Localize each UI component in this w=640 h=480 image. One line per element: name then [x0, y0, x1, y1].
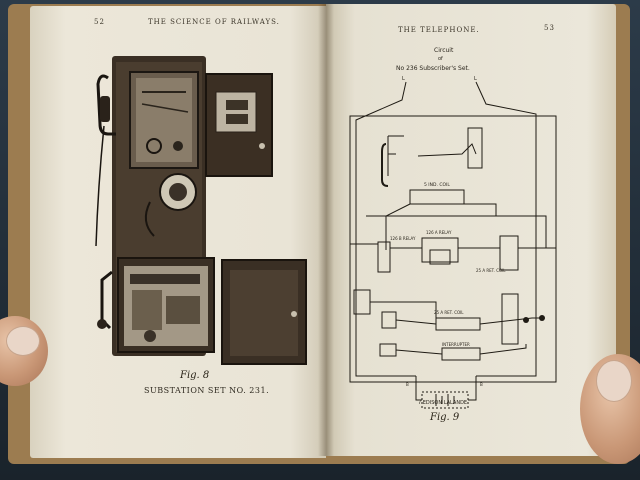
right-page: THE TELEPHONE. 53 Circuit of No 236 Subs… [326, 4, 616, 456]
label-interrupter: INTERRUPTER [442, 342, 470, 347]
label-ind-coil: 5 IND. COIL [424, 182, 450, 188]
circuit-diagram: Circuit of No 236 Subscriber's Set. [349, 47, 557, 409]
left-figure-label: Fig. 8 [180, 370, 210, 381]
left-page: 52 THE SCIENCE OF RAILWAYS. [30, 6, 326, 458]
left-caption: SUBSTATION SET NO. 231. [144, 386, 270, 395]
diagram-title-2: of [438, 56, 443, 62]
left-thumbnail-nail [6, 326, 40, 356]
label-b1: B [406, 382, 409, 387]
diagram-title-1: Circuit [434, 47, 454, 54]
label-b2: B [480, 382, 483, 387]
book-gutter [318, 4, 334, 456]
label-ret-coil-a: 25 A RET. COIL [476, 268, 506, 273]
label-l2: L [474, 76, 477, 82]
left-page-number: 52 [94, 18, 105, 26]
label-l1: L [402, 76, 405, 82]
label-battery: 7 EDISON LALANDE [418, 400, 467, 406]
label-relay-a: 126 A RELAY [426, 230, 452, 235]
right-figure-label: Fig. 9 [430, 412, 460, 423]
right-running-head: THE TELEPHONE. [398, 26, 480, 34]
telephone-illustration [95, 56, 307, 365]
right-page-number: 53 [544, 24, 555, 32]
label-ret-coil-a2: 25 A RET. COIL [434, 310, 464, 315]
label-relay-b: 126 B RELAY [390, 236, 416, 241]
left-running-head: THE SCIENCE OF RAILWAYS. [148, 18, 280, 26]
right-thumbnail-nail [596, 360, 632, 402]
diagram-title-3: No 236 Subscriber's Set. [396, 65, 470, 72]
